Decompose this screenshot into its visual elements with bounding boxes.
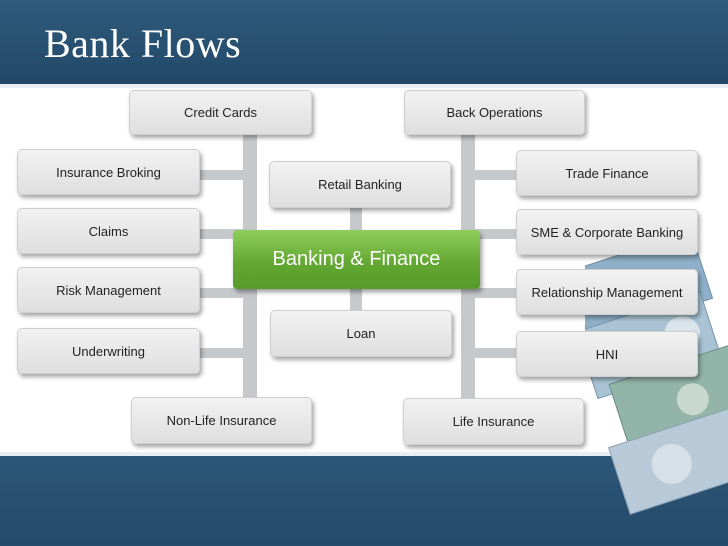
slide-title: Bank Flows [44,21,242,66]
node-loan: Loan [270,310,452,357]
connector-right-branch-3 [468,288,518,298]
connector-left-branch-1 [200,170,250,180]
node-relationship-management: Relationship Management [516,269,698,315]
node-sme-corporate-banking: SME & Corporate Banking [516,209,698,255]
node-hni: HNI [516,331,698,377]
node-life-insurance: Life Insurance [403,398,584,445]
node-back-operations: Back Operations [404,90,585,135]
node-trade-finance: Trade Finance [516,150,698,196]
node-label: Life Insurance [452,414,535,429]
node-label: SME & Corporate Banking [530,224,684,240]
node-insurance-broking: Insurance Broking [17,149,200,195]
node-retail-banking: Retail Banking [269,161,451,208]
node-non-life-insurance: Non-Life Insurance [131,397,312,444]
node-underwriting: Underwriting [17,328,200,374]
node-label: Trade Finance [565,165,649,181]
node-label: Credit Cards [184,105,257,120]
title-divider [0,84,728,88]
node-risk-management: Risk Management [17,267,200,313]
node-claims: Claims [17,208,200,254]
connector-right-branch-4 [468,348,518,358]
connector-left-branch-3 [200,288,250,298]
node-banking-finance: Banking & Finance [233,230,480,289]
node-label: Loan [346,326,376,341]
bottom-divider [0,452,728,456]
connector-right-branch-2 [468,229,518,239]
node-label: Underwriting [72,343,145,359]
node-label: HNI [595,346,619,362]
center-node-label: Banking & Finance [272,248,441,270]
bottom-band [0,456,728,546]
node-label: Retail Banking [318,177,402,192]
node-label: Relationship Management [531,284,683,300]
node-label: Non-Life Insurance [166,413,277,428]
connector-left-branch-4 [200,348,250,358]
node-label: Back Operations [446,105,543,120]
title-bar: Bank Flows [0,0,728,84]
node-label: Risk Management [56,282,161,298]
node-label: Claims [88,223,129,239]
node-credit-cards: Credit Cards [129,90,312,135]
node-label: Insurance Broking [56,164,161,180]
connector-right-branch-1 [468,170,518,180]
connector-left-branch-2 [200,229,250,239]
